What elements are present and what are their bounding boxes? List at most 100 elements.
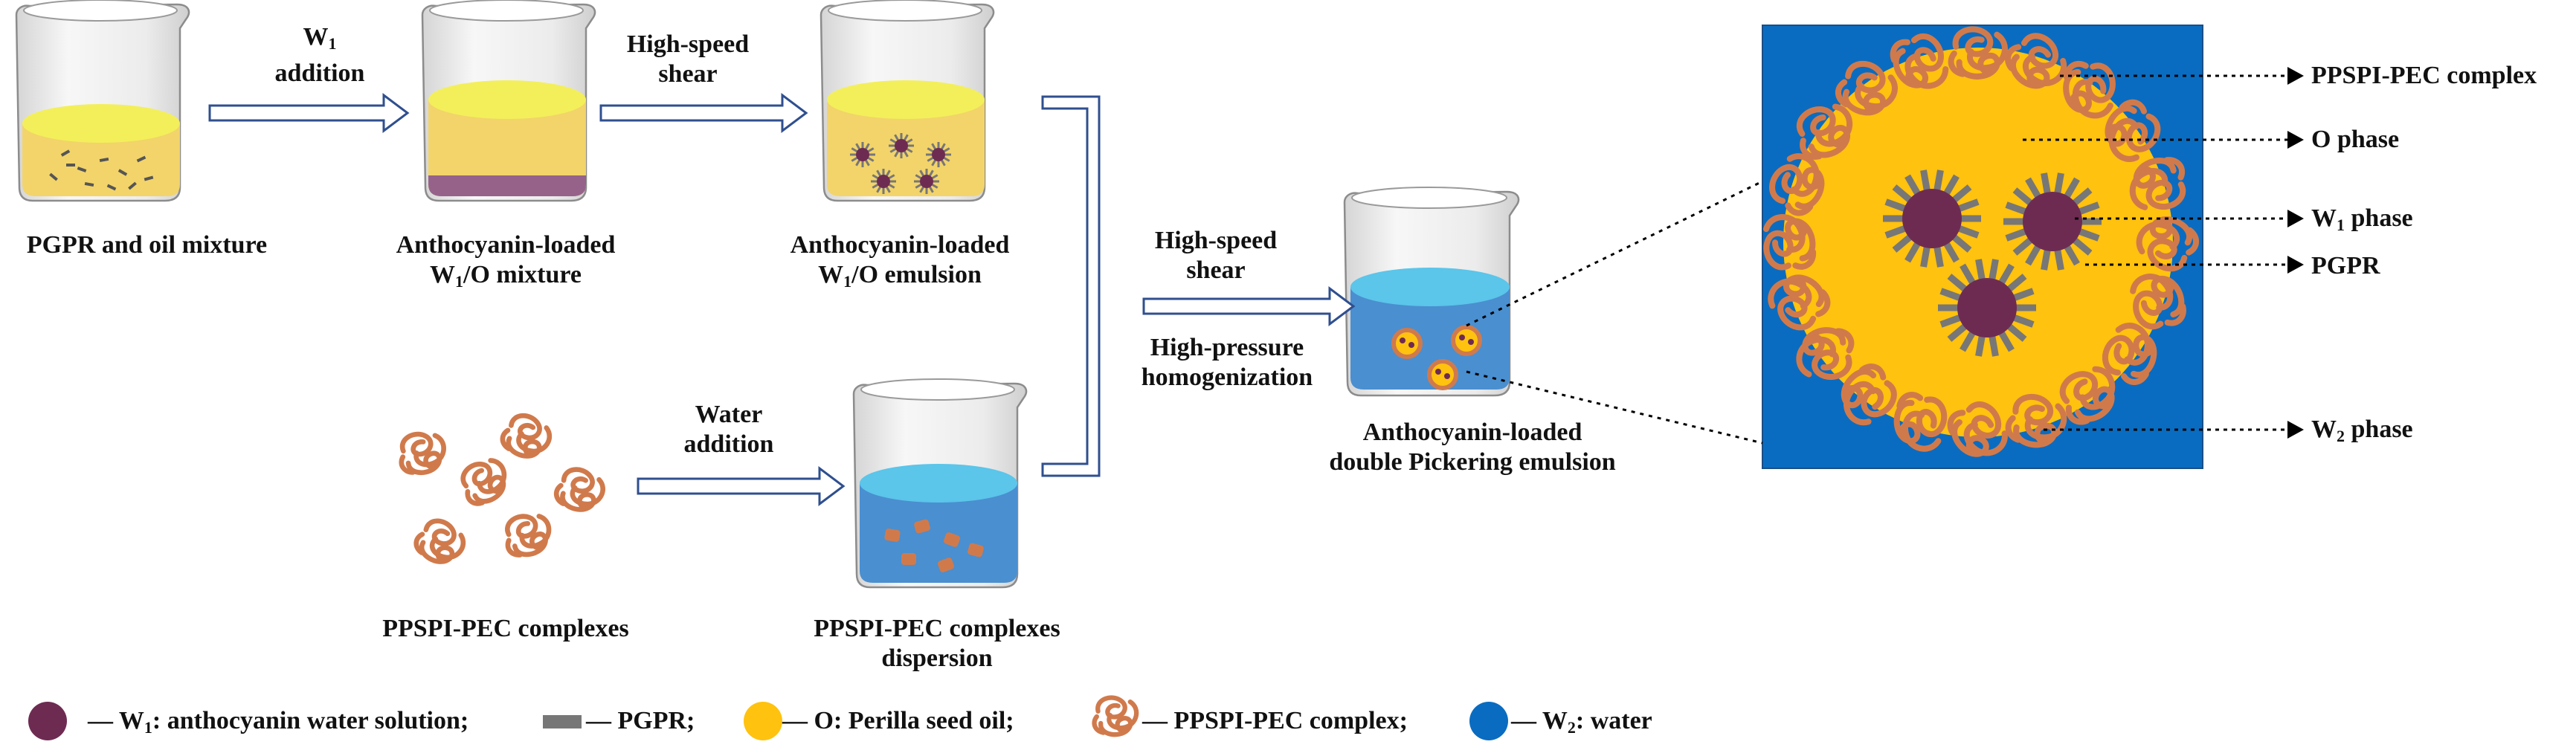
leader-w1-phase [2075,210,2304,227]
pgpr-spike [2072,187,2093,207]
w1-core [932,148,945,161]
shell-complex-icon [1890,33,1949,89]
pgpr-spike [1920,245,1931,268]
pgpr-spike [2041,248,2051,271]
pgpr-spike [2072,236,2093,256]
pgpr-spike [2012,236,2033,256]
arrow-w1-addition [208,93,410,133]
beaker-rim [1351,187,1507,209]
beakers [15,0,1520,589]
free-complex-icon [460,458,507,506]
shell-complex-icon [1768,274,1831,331]
mini-oil [1451,325,1482,356]
w1-droplet [850,142,875,167]
pgpr-spike [1933,245,1944,268]
liquid-surface [827,80,985,119]
liquid-body [1350,287,1510,390]
shell-complex-icon [1769,153,1825,216]
liquid-body [860,483,1017,583]
w1-layer [428,175,586,196]
complex-particle [943,532,961,547]
w1-core [856,148,869,161]
legend-w2: — W2: water [1511,707,1652,737]
pgpr-particle [84,181,94,187]
zoom-guide-top [1466,180,1763,327]
w1-droplet [871,169,896,194]
mini-oil [1427,359,1458,390]
beaker-double-emulsion [1343,187,1520,397]
pgpr-particle [60,149,71,157]
shell-complex-icon [1835,60,1898,116]
pgpr-spike [2012,314,2035,328]
pgpr-spike [2012,187,2033,207]
legend-complex: — PPSPI-PEC complex; [1142,707,1408,734]
pgpr-particle [136,155,146,163]
pgpr-spike [1975,259,1986,281]
pgpr-spike [1960,330,1976,352]
pgpr-spike [1892,184,1913,204]
beaker-rim [860,378,1015,401]
mini-w1 [1459,335,1465,340]
free-complex-icon [500,413,553,459]
arrow-high-speed-shear-1 [599,93,808,133]
w1-core [877,175,890,188]
pgpr-spike [2054,248,2064,271]
process-arrows [208,93,1356,506]
pgpr-spike [2078,227,2100,242]
shell-complex-icon [2102,323,2157,385]
pgpr-spike [1939,314,1962,328]
beaker-w1o-emulsion [820,0,995,202]
legend-oil-swatch [744,702,782,740]
shell-complex-icon [1948,26,2008,80]
legend-w1-swatch [28,702,67,740]
pgpr-spike [1884,224,1907,239]
pgpr-spike [2005,201,2027,216]
pgpr-spike [1943,241,1960,263]
step4-label: PPSPI-PEC complexes [382,615,629,642]
shell-complex-icon [1796,103,1853,160]
pgpr-spike [1904,241,1921,263]
mini-w1 [1444,373,1450,379]
callout-o-phase: O phase [2311,126,2400,153]
leader-arrowhead [2287,210,2304,227]
pgpr-spike [1957,224,1980,239]
shell-complex-icon [2059,366,2116,425]
mini-double-droplet [1391,328,1423,359]
pgpr-spike [1951,184,1972,204]
pgpr-spike [1989,259,1999,281]
pgpr-spike [2041,172,2051,195]
mini-double-droplet [1451,325,1482,356]
shell-complex-icon [2105,99,2161,162]
beaker-complex-dispersion [852,378,1028,589]
pgpr-spike [2078,201,2100,216]
free-complexes [399,413,605,564]
leader-complex [2060,67,2304,85]
w1-droplet [914,169,939,194]
pgpr-particle [77,167,87,172]
pgpr-spike [2064,177,2080,199]
step1-label: PGPR and oil mixture [26,231,268,259]
free-complex-icon [553,467,605,512]
shell-complex-icon [2136,216,2200,272]
w1-core [2023,192,2082,251]
legend-oil: — O: Perilla seed oil; [782,707,1014,734]
pgpr-spike [1960,263,1976,285]
leader-arrowhead [2287,67,2304,85]
shell-complex-icon [1947,401,2008,457]
w1-droplet [889,133,914,158]
leader-arrowhead [2287,131,2304,149]
water-dispersion [860,464,1017,583]
mini-oil [1391,328,1423,359]
beaker-pgpr-oil [15,0,190,202]
pgpr-particle [106,184,117,191]
merge-bracket [1041,95,1101,477]
leader-arrowhead [2287,421,2304,439]
complex-particle [901,553,916,565]
